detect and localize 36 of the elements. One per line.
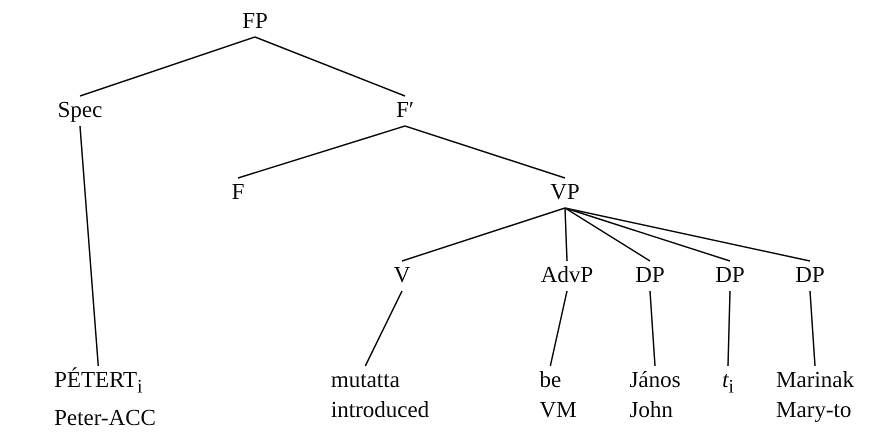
word-label: be bbox=[539, 366, 562, 394]
tree-label: DP bbox=[635, 261, 665, 289]
tree-label: VP bbox=[550, 178, 580, 206]
word-label: PÉTERT$_{i}$ bbox=[54, 366, 142, 400]
word-label: János bbox=[629, 366, 681, 394]
tree-branch bbox=[809, 290, 816, 366]
tree-branch bbox=[364, 290, 403, 366]
tree-branch bbox=[79, 126, 100, 366]
tree-branch bbox=[80, 36, 256, 97]
gloss-label: introduced bbox=[330, 396, 430, 424]
gloss-label: VM bbox=[539, 396, 577, 424]
word-label: mutatta bbox=[330, 366, 400, 394]
tree-label: t$_{i}$ bbox=[722, 366, 734, 400]
tree-label: Spec bbox=[58, 96, 102, 124]
tree-branch bbox=[238, 125, 406, 179]
tree-branch bbox=[550, 290, 568, 366]
tree-branch bbox=[254, 36, 406, 97]
tree-label: F′ bbox=[396, 96, 414, 124]
tree-branch bbox=[402, 207, 566, 262]
tree-branch bbox=[564, 207, 730, 262]
tree-branch bbox=[564, 208, 568, 262]
gloss-label: Mary-to bbox=[776, 396, 852, 424]
tree-label: FP bbox=[242, 7, 268, 35]
tree-label: V bbox=[394, 261, 410, 289]
tree-label: F bbox=[232, 178, 244, 206]
gloss-label: Peter-ACC bbox=[54, 404, 156, 432]
tree-branch bbox=[404, 125, 566, 179]
tree-branch bbox=[564, 207, 810, 262]
tree-branch bbox=[727, 290, 731, 366]
tree-branch bbox=[649, 290, 656, 366]
tree-label: AdvP bbox=[540, 261, 594, 289]
tree-label: DP bbox=[715, 261, 745, 289]
word-label: Marinak bbox=[776, 366, 854, 394]
tree-label: DP bbox=[795, 261, 825, 289]
tree-branch bbox=[564, 207, 650, 262]
gloss-label: John bbox=[629, 396, 673, 424]
